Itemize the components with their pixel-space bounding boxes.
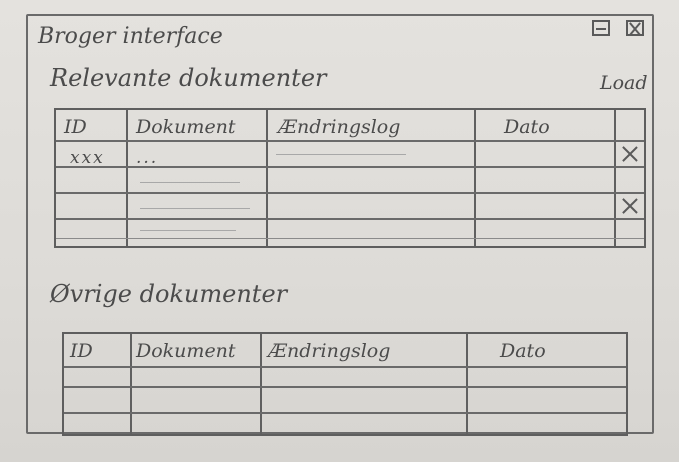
column-divider [130, 334, 132, 434]
row-divider [56, 218, 644, 220]
column-divider [126, 110, 128, 246]
table-row-id: xxx [70, 148, 105, 168]
row-divider [56, 166, 644, 168]
column-header-dokument: Dokument [136, 340, 236, 362]
row-divider [64, 412, 626, 414]
column-header-dato: Dato [500, 340, 546, 362]
load-button[interactable]: Load [600, 72, 648, 94]
window-title: Broger interface [38, 24, 223, 49]
close-icon[interactable] [626, 20, 644, 36]
column-header-id: ID [64, 116, 87, 138]
placeholder-scribble [140, 182, 240, 183]
column-header-id: ID [70, 340, 93, 362]
row-divider [64, 386, 626, 388]
relevant-documents-table: ID Dokument Ændringslog Dato xxx ... [54, 108, 646, 248]
minimize-icon[interactable] [592, 20, 610, 36]
column-header-dokument: Dokument [136, 116, 236, 138]
column-header-aendringslog: Ændringslog [268, 340, 391, 362]
ovrige-documents-table: ID Dokument Ændringslog Dato [62, 332, 628, 436]
column-divider [266, 110, 268, 246]
column-divider [466, 334, 468, 434]
column-header-dato: Dato [504, 116, 550, 138]
placeholder-scribble [140, 230, 236, 231]
row-divider [56, 140, 644, 142]
column-header-aendringslog: Ændringslog [278, 116, 401, 138]
table-row-dokument[interactable]: ... [136, 148, 159, 168]
row-divider [64, 366, 626, 368]
delete-row-icon[interactable] [622, 146, 638, 162]
column-divider [614, 110, 616, 246]
relevant-section-title: Relevante dokumenter [50, 64, 327, 92]
row-divider [56, 192, 644, 194]
placeholder-scribble [140, 208, 250, 209]
column-divider [260, 334, 262, 434]
column-divider [474, 110, 476, 246]
placeholder-scribble [276, 154, 406, 155]
delete-row-icon[interactable] [622, 198, 638, 214]
row-divider [56, 238, 644, 239]
window-frame [26, 14, 654, 434]
ovrige-section-title: Øvrige dokumenter [50, 280, 288, 308]
